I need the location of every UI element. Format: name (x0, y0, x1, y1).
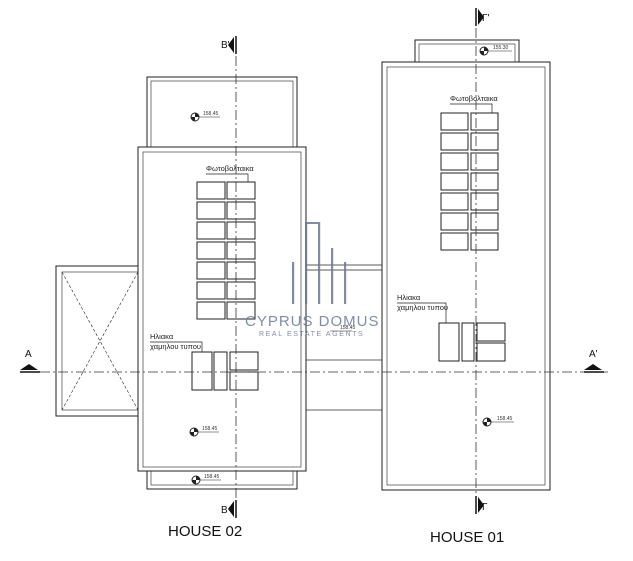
house01-elevation-marker-main: 158.45 (482, 416, 514, 427)
svg-text:155.30: 155.30 (493, 45, 509, 51)
house02-pv-label: Φωτοβολταικα (206, 164, 254, 173)
house02-elevation-marker-right: 158.45 (330, 325, 356, 332)
house02-upper-roof (146, 76, 298, 148)
watermark-logo-bars (292, 222, 347, 304)
pv-panel (196, 301, 226, 320)
section-a-marker-right: A' (584, 349, 604, 373)
house01-pv-panels (440, 112, 499, 251)
house01-heater-label-2: χαμηλου τυπου (397, 303, 448, 312)
pv-panel (440, 232, 469, 251)
pv-panel (470, 232, 499, 251)
pv-panel (196, 201, 226, 220)
watermark-brand: CYPRUS DOMUS (245, 313, 380, 330)
house01-solar-heaters (438, 322, 506, 362)
svg-text:158.45: 158.45 (497, 416, 513, 422)
house02-bottom-strip (146, 470, 298, 490)
pv-panel (440, 192, 469, 211)
pv-panel (440, 212, 469, 231)
pv-panel (196, 241, 226, 260)
house02-elevation-marker-bottom: 158.45 (191, 474, 221, 485)
svg-text:Γ: Γ (482, 502, 488, 513)
pv-panel (470, 152, 499, 171)
section-a-marker-left: A (20, 349, 40, 373)
pv-panel (226, 241, 256, 260)
house01-heater-label-1: Ηλιακα (397, 293, 421, 302)
watermark: CYPRUS DOMUS REAL ESTATE AGENTS (245, 222, 380, 338)
pv-panel (470, 192, 499, 211)
pv-panel (470, 132, 499, 151)
pv-panel (440, 132, 469, 151)
pv-panel (226, 181, 256, 200)
section-arrow-icon (228, 501, 234, 517)
house02-heater-label-2: χαμηλου τυπου (150, 342, 201, 351)
pv-panel (196, 181, 226, 200)
house01-main-outline (381, 61, 551, 491)
section-lines (22, 10, 608, 510)
pv-panel (226, 261, 256, 280)
section-g-marker-top: Γ' (475, 8, 490, 26)
house-01-plan (381, 39, 551, 491)
house02-pv-panels (196, 181, 256, 320)
svg-text:B': B' (221, 40, 230, 51)
svg-text:Γ': Γ' (482, 13, 490, 24)
svg-text:158.45: 158.45 (203, 111, 219, 117)
section-arrow-icon (478, 9, 484, 25)
pv-panel (196, 261, 226, 280)
section-arrow-icon (584, 364, 602, 370)
pv-panel (440, 152, 469, 171)
pv-panel (470, 112, 499, 131)
pv-panel (196, 281, 226, 300)
house02-heater-label-1: Ηλιακα (150, 332, 174, 341)
pv-panel (226, 201, 256, 220)
section-b-marker-bottom: B (221, 500, 237, 518)
pv-panel (470, 212, 499, 231)
house02-main-outline (137, 146, 307, 472)
section-arrow-icon (228, 37, 234, 53)
section-arrow-icon (20, 364, 38, 370)
house02-solar-heaters (191, 351, 259, 391)
section-b-marker-top: B' (221, 36, 237, 54)
svg-text:A': A' (589, 349, 598, 360)
watermark-tagline: REAL ESTATE AGENTS (259, 331, 364, 338)
pv-panel (226, 281, 256, 300)
svg-text:158.45: 158.45 (340, 325, 356, 331)
house02-title: HOUSE 02 (168, 523, 242, 540)
house02-elevation-marker-main: 158.45 (189, 426, 219, 437)
section-g-marker-bottom: Γ (475, 496, 488, 514)
pv-panel (196, 221, 226, 240)
house02-elevation-marker-roof: 158.45 (190, 111, 220, 122)
svg-text:158.45: 158.45 (204, 474, 220, 480)
house01-pv-label: Φωτοβολταικα (450, 94, 498, 103)
svg-text:A: A (25, 349, 32, 360)
pv-panel (226, 301, 256, 320)
house01-title: HOUSE 01 (430, 529, 504, 546)
section-arrow-icon (478, 497, 484, 513)
svg-text:158.45: 158.45 (202, 426, 218, 432)
pv-panel (470, 172, 499, 191)
pv-panel (226, 221, 256, 240)
house01-elevation-marker-top: 155.30 (479, 45, 512, 56)
svg-text:B: B (221, 505, 228, 516)
pv-panel (440, 172, 469, 191)
pv-panel (440, 112, 469, 131)
house02-pergola (55, 265, 139, 417)
